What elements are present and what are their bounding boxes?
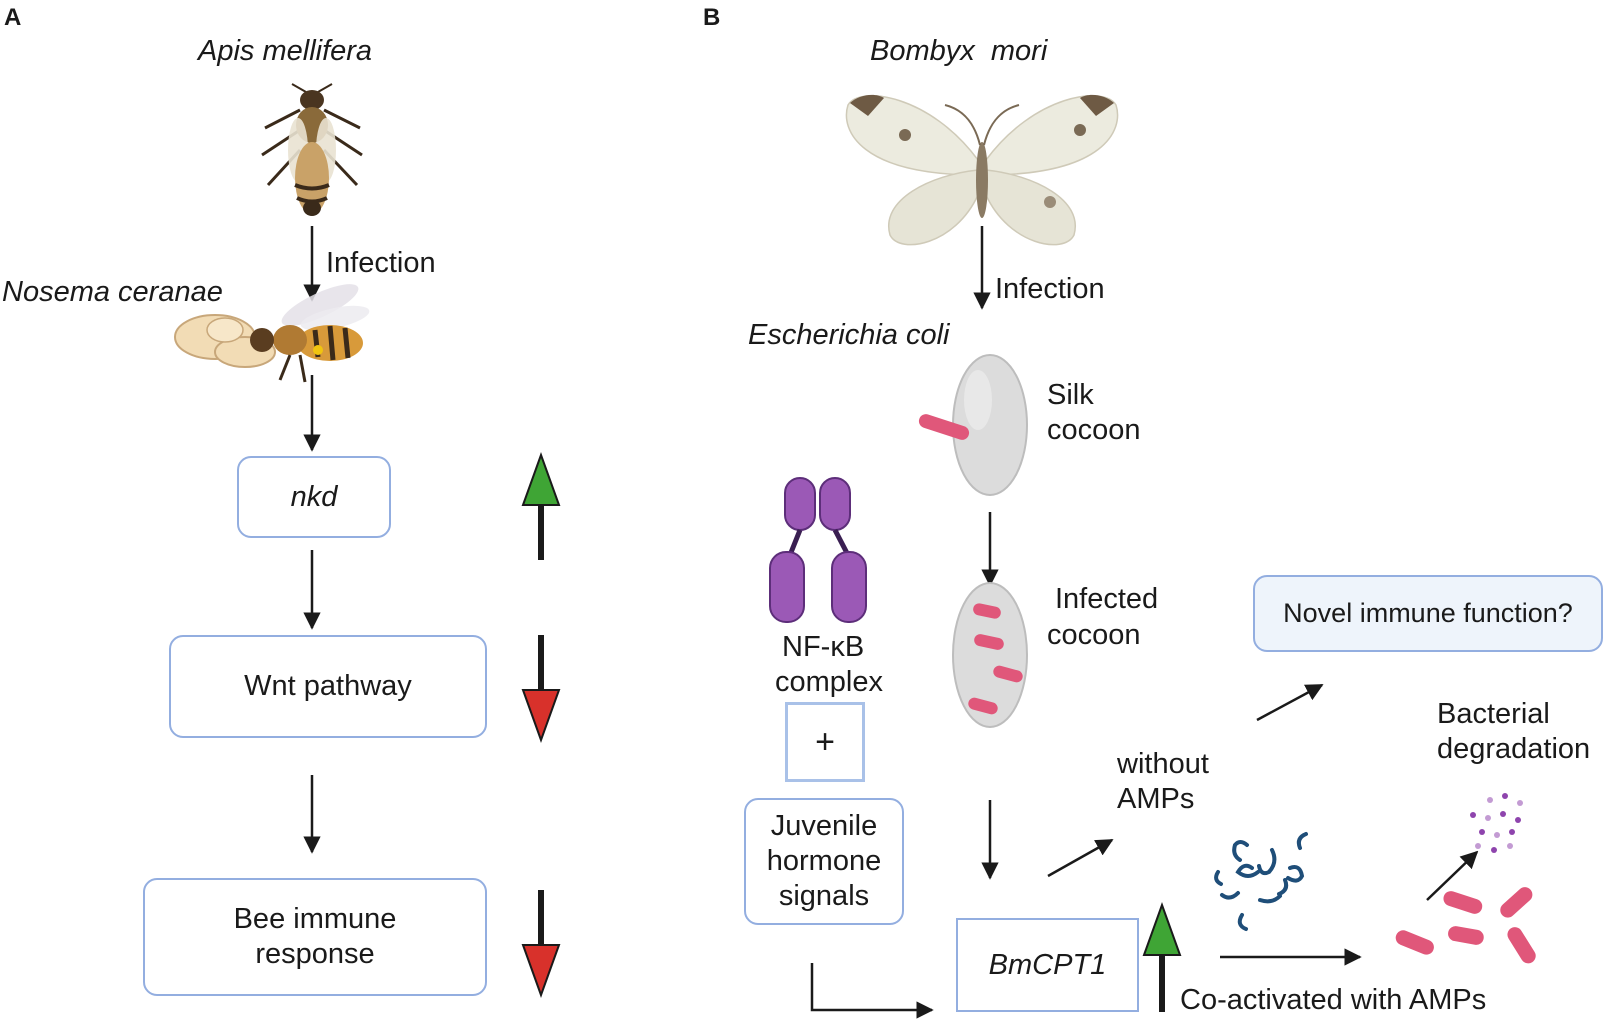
arrow-b-without-to-novel — [1256, 683, 1324, 722]
arrow-b-juvenile-to-bmcpt1 — [810, 963, 934, 1019]
silk-cocoon-label-line1: Silk — [1047, 379, 1094, 411]
nkd-label: nkd — [290, 480, 338, 513]
bacteria-cluster-icon — [1395, 887, 1536, 964]
immune-label-line1: Bee immune — [233, 903, 397, 936]
coactivated-label: Co-activated with AMPs — [1180, 984, 1487, 1016]
infected-cocoon-icon — [952, 582, 1028, 728]
juvenile-line1: Juvenile — [770, 810, 878, 843]
immune-label-line2: response — [255, 938, 375, 970]
infected-cocoon-label-line2: cocoon — [1047, 619, 1141, 651]
nfkb-complex-icon — [769, 477, 867, 623]
bmcpt1-box: BmCPT1 — [956, 918, 1139, 1012]
silk-cocoon-icon — [918, 354, 1028, 496]
bmcpt1-label: BmCPT1 — [988, 948, 1107, 981]
bee-immune-response-box: Bee immune response — [143, 878, 487, 996]
juvenile-line2: hormone — [766, 845, 882, 878]
host-species-b: Bombyx mori — [870, 35, 1048, 67]
infected-bee-icon — [250, 284, 370, 383]
down-arrow-wnt — [521, 635, 561, 743]
panel-b-label: B — [703, 4, 721, 31]
arrow-b-bacteria-to-degradation — [1426, 850, 1479, 901]
up-arrow-nkd — [521, 452, 561, 560]
nfkb-label-line2: complex — [775, 666, 883, 698]
host-species-a: Apis mellifera — [198, 35, 373, 67]
novel-immune-function-box: Novel immune function? — [1253, 575, 1603, 652]
juvenile-hormone-box: Juvenile hormone signals — [744, 798, 904, 925]
plus-box: + — [785, 702, 865, 782]
plus-sign: + — [815, 722, 835, 761]
bacterial-fragments-icon — [1470, 793, 1523, 853]
amp-molecules-icon — [1214, 832, 1308, 931]
nkd-box: nkd — [237, 456, 391, 538]
without-amps-line2: AMPs — [1117, 783, 1195, 815]
wnt-pathway-box: Wnt pathway — [169, 635, 487, 738]
infected-cocoon-label-line1: Infected — [1055, 583, 1159, 615]
pathogen-label-a: Nosema ceranae — [2, 276, 223, 308]
panel-a-label: A — [4, 4, 22, 31]
honeybee-icon — [261, 83, 363, 216]
without-amps-line1: without — [1117, 748, 1209, 780]
infection-label-a: Infection — [326, 247, 436, 279]
bacterial-degradation-line1: Bacterial — [1437, 698, 1550, 730]
down-arrow-immune — [521, 890, 561, 998]
novel-immune-function-label: Novel immune function? — [1283, 598, 1573, 629]
up-arrow-bmcpt1 — [1142, 902, 1182, 1012]
moth-icon — [845, 94, 1119, 246]
nosema-spores-icon — [174, 314, 276, 368]
arrow-b-bmcpt1-to-without — [1047, 838, 1114, 878]
infection-label-b: Infection — [995, 273, 1105, 305]
pathogen-label-b: Escherichia coli — [748, 319, 950, 351]
wnt-pathway-label: Wnt pathway — [244, 670, 412, 703]
bacterial-degradation-line2: degradation — [1437, 733, 1591, 765]
silk-cocoon-label-line2: cocoon — [1047, 414, 1141, 446]
juvenile-line3: signals — [778, 879, 870, 912]
nfkb-label-line1: NF-κB — [782, 631, 865, 663]
